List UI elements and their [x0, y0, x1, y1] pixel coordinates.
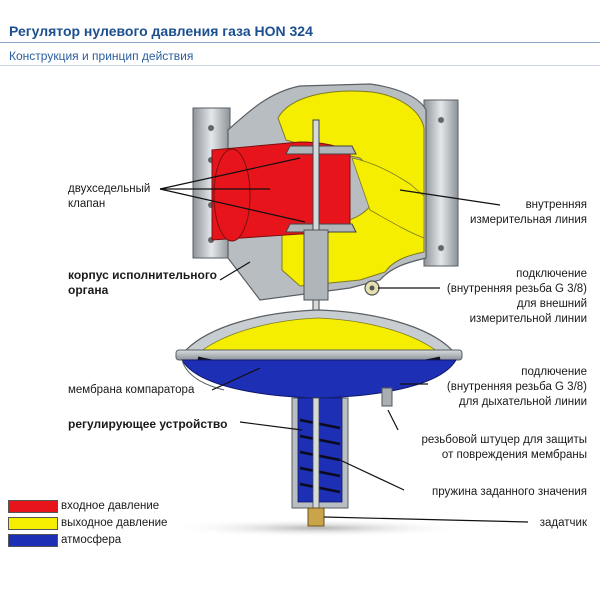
stem-guide	[303, 229, 329, 301]
label-actuator-body: корпус исполнительного органа	[68, 268, 217, 298]
label-threaded-fitting: резьбовой штуцер для защиты от поврежден…	[421, 433, 587, 463]
label-breath-line2: (внутренняя резьба G 3/8)	[446, 381, 587, 393]
label-body-line1: корпус исполнительного	[68, 268, 218, 282]
label-internal-measurement-line: внутренняя измерительная линия	[470, 198, 587, 228]
label-inner-line1: внутренняя	[525, 199, 587, 211]
label-ext-line1: подключение	[516, 268, 587, 280]
page-title: Регулятор нулевого давления газа HON 324	[9, 23, 313, 39]
legend-swatch-outlet	[8, 517, 58, 530]
leader-lines	[159, 157, 529, 523]
page-subtitle: Конструкция и принцип действия	[9, 49, 194, 63]
label-inner-line2: измерительная линия	[470, 214, 587, 226]
legend-label-atmosphere: атмосфера	[61, 534, 122, 546]
legend-swatch-inlet	[8, 500, 58, 513]
floor-shadow	[168, 519, 468, 537]
outlet-channel	[351, 157, 425, 239]
label-fitting-line2: от повреждения мембраны	[441, 449, 587, 461]
label-setpoint-spring: пружина заданного значения	[432, 486, 587, 498]
setpoint-spring	[299, 418, 341, 494]
label-setter: задатчик	[539, 517, 587, 529]
title-divider	[0, 42, 600, 43]
spring-housing	[291, 397, 349, 527]
label-double-seat-valve: двухседельный клапан	[68, 182, 150, 212]
diaphragm-housing	[175, 309, 463, 407]
inlet-bore	[213, 148, 251, 242]
label-breathing-connection: подлючение (внутренняя резьба G 3/8) для…	[447, 365, 587, 410]
label-ext-line3: для внешний	[516, 298, 587, 310]
adjusting-screw	[307, 507, 325, 527]
label-external-measurement-connection: подключение (внутренняя резьба G 3/8) дл…	[447, 267, 587, 327]
label-comparator-membrane: мембрана компаратора	[68, 384, 195, 396]
label-fitting-line1: резьбовой штуцер для защиты	[421, 434, 587, 446]
label-ext-line2: (внутренняя резьба G 3/8)	[446, 283, 587, 295]
legend-label-inlet: входное давление	[61, 500, 160, 512]
breathing-port	[381, 387, 393, 407]
label-breath-line3: для дыхательной линии	[458, 396, 587, 408]
label-regulating-device: регулирующее устройство	[68, 417, 228, 431]
valve-disc-upper	[285, 145, 357, 155]
subtitle-divider	[0, 65, 600, 66]
legend-label-outlet: выходное давление	[61, 517, 168, 529]
label-valve-line2: клапан	[68, 198, 106, 210]
label-breath-line1: подлючение	[521, 366, 587, 378]
legend-swatch-atmosphere	[8, 534, 58, 547]
label-ext-line4: измерительной линии	[469, 313, 587, 325]
label-body-line2: органа	[68, 283, 109, 297]
label-valve-line1: двухседельный	[68, 183, 151, 195]
